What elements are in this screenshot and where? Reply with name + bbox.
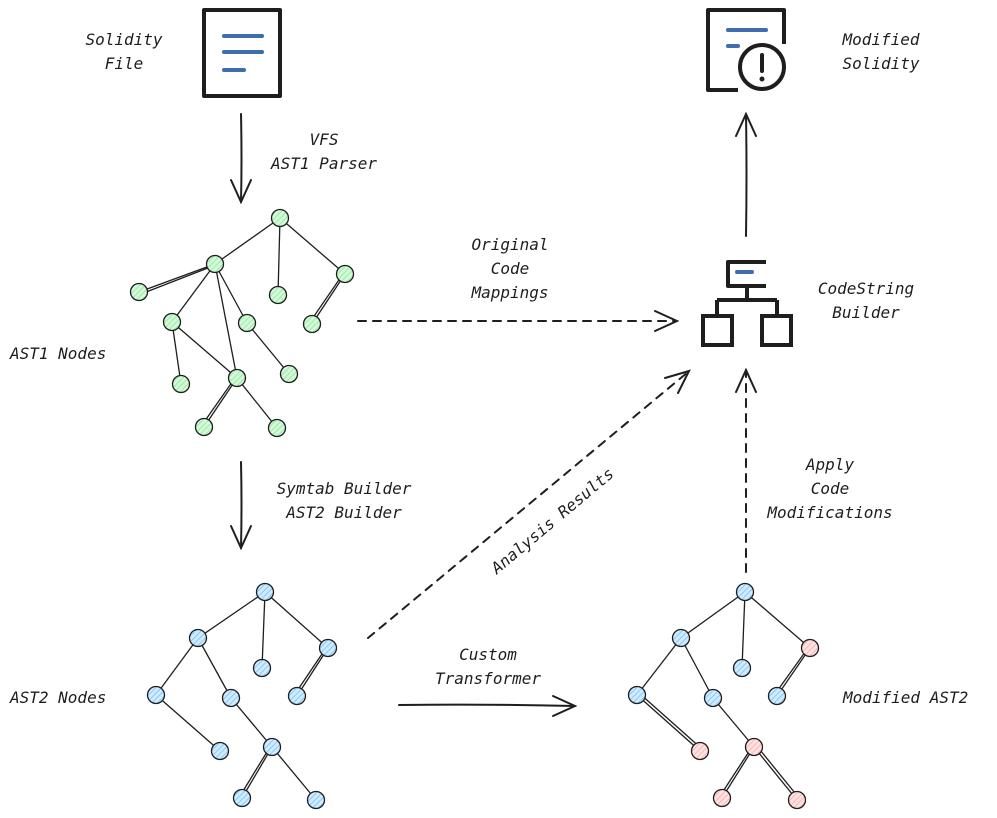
ast2-node <box>210 741 230 761</box>
ast1-node <box>129 282 149 302</box>
label-apply-code-modifications: Apply Code Modifications <box>767 455 893 522</box>
ast2-tree <box>146 582 338 810</box>
label-solidity-file: Solidity File <box>85 30 163 73</box>
ast1-node <box>171 374 191 394</box>
arrow-symtab-build <box>230 461 252 551</box>
ast2-node <box>732 658 752 678</box>
ast1-node <box>270 208 290 228</box>
label-custom-transformer: Custom Transformer <box>435 645 541 688</box>
document-alert-icon <box>706 8 786 92</box>
arrow-original-mappings <box>357 310 680 332</box>
ast1-tree <box>129 208 355 438</box>
modified-node <box>800 638 820 658</box>
ast2-node <box>767 686 787 706</box>
ast2-node <box>221 688 241 708</box>
arrow-to-modified-solidity <box>735 111 757 237</box>
modified-node <box>787 790 807 810</box>
label-analysis-results: Analysis Results <box>487 464 618 578</box>
modified-node <box>744 737 764 757</box>
ast1-node <box>237 313 257 333</box>
ast1-node <box>302 314 322 334</box>
ast2-node <box>735 582 755 602</box>
arrow-vfs-parse <box>230 113 252 205</box>
ast1-node <box>279 364 299 384</box>
ast2-node <box>262 737 282 757</box>
ast1-node <box>194 417 214 437</box>
arrow-custom-transformer <box>398 695 578 717</box>
ast2-node <box>188 628 208 648</box>
ast1-node <box>162 312 182 332</box>
label-original-code-mappings: Original Code Mappings <box>471 235 549 302</box>
hierarchy-icon <box>701 260 793 347</box>
arrow-apply-modifications <box>735 367 757 573</box>
ast2-node <box>703 688 723 708</box>
ast2-node <box>146 685 166 705</box>
label-modified-ast2: Modified AST2 <box>843 688 969 707</box>
modified-ast2-tree <box>627 582 820 810</box>
label-vfs-parser: VFS AST1 Parser <box>271 130 377 173</box>
arrow-analysis-results <box>367 369 691 639</box>
label-modified-solidity: Modified Solidity <box>842 30 920 73</box>
label-ast1-nodes: AST1 Nodes <box>10 344 107 363</box>
ast2-node <box>287 686 307 706</box>
label-codestring-builder: CodeString Builder <box>817 279 915 322</box>
ast1-node <box>335 264 355 284</box>
document-icon <box>202 8 282 98</box>
modified-node <box>690 741 710 761</box>
ast2-node <box>306 790 326 810</box>
label-ast2-nodes: AST2 Nodes <box>10 688 107 707</box>
ast2-node <box>627 685 647 705</box>
ast1-node <box>227 368 247 388</box>
ast1-node <box>267 418 287 438</box>
ast1-node <box>268 285 288 305</box>
modified-node <box>712 788 732 808</box>
ast2-node <box>232 788 252 808</box>
ast1-node <box>205 254 225 274</box>
ast2-node <box>318 638 338 658</box>
ast2-node <box>255 582 275 602</box>
ast2-node <box>252 658 272 678</box>
ast2-node <box>671 628 691 648</box>
label-symtab-builder: Symtab Builder AST2 Builder <box>276 479 412 522</box>
